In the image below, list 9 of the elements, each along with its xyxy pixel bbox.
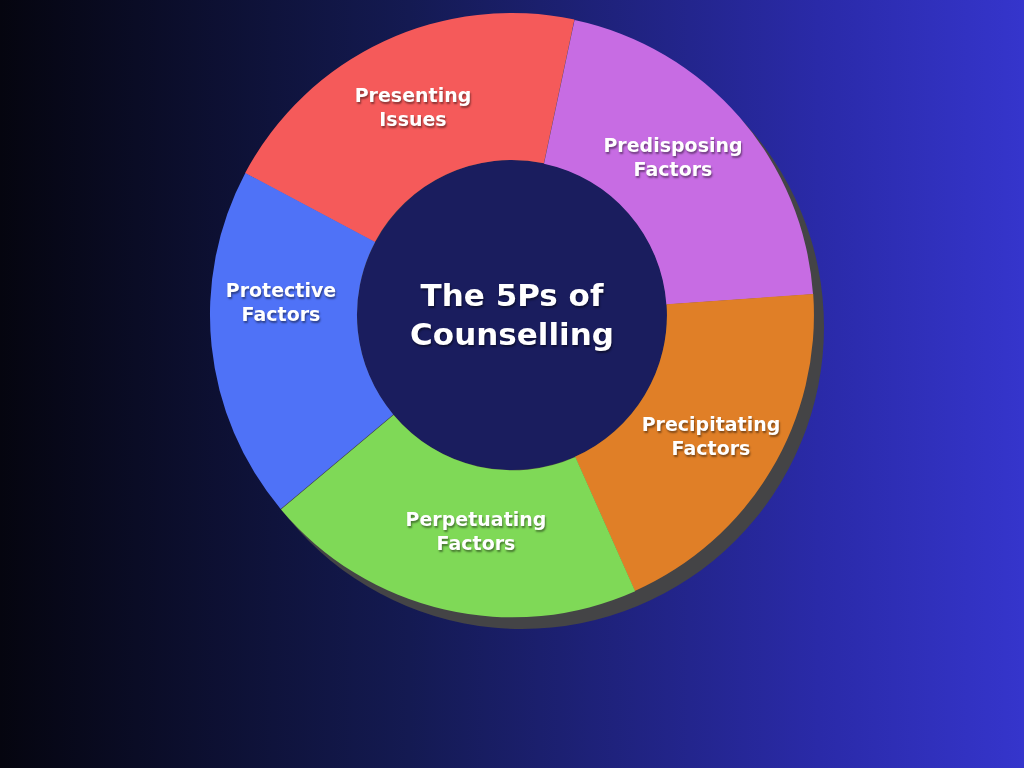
segment-label: Precipitating Factors (640, 413, 782, 461)
segment-label: Protective Factors (224, 279, 338, 327)
ring-segment (280, 414, 635, 617)
segment-label: Presenting Issues (353, 84, 473, 132)
segment-label: Perpetuating Factors (404, 508, 548, 556)
segment-label: Predisposing Factors (602, 134, 744, 182)
center-title: The 5Ps of Counselling (409, 276, 615, 354)
ring-segment (210, 173, 394, 510)
ring-segment (245, 13, 575, 243)
